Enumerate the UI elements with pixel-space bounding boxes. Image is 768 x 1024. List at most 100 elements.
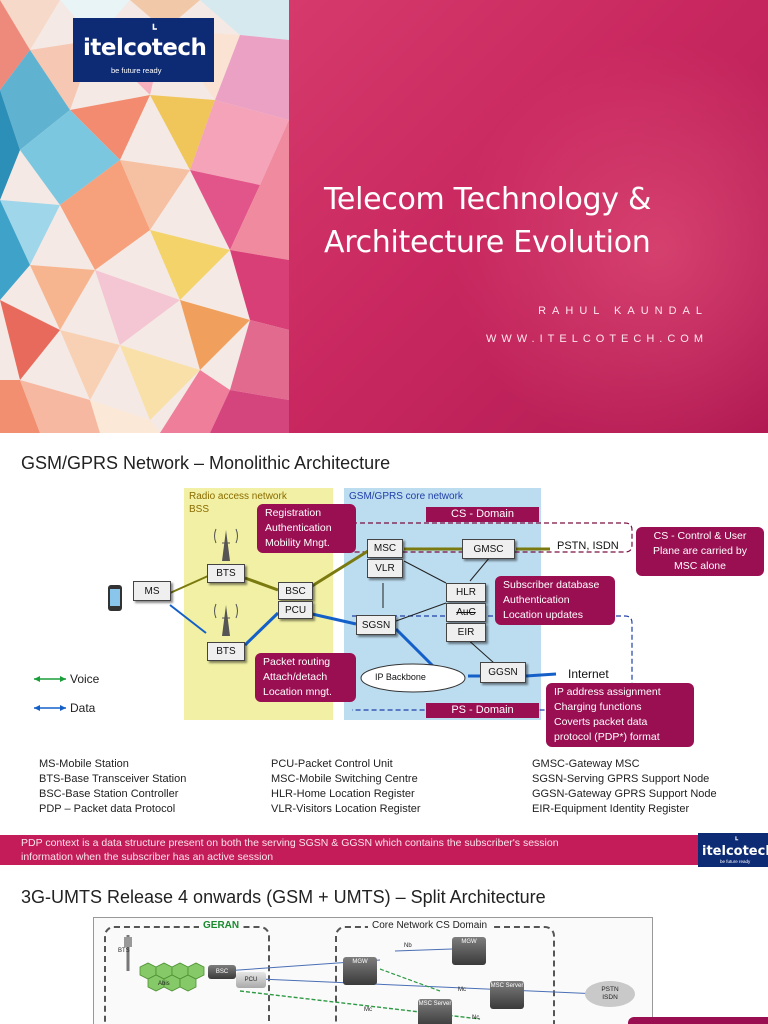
pcu-node[interactable]: PCU (278, 601, 313, 619)
pcu-node[interactable]: PCU (236, 972, 266, 988)
itelcotech-logo: itelcotech ᒻ be future ready (73, 18, 214, 82)
ggsn-internet-data-link (525, 672, 557, 678)
callout-line: Authentication (265, 522, 332, 534)
bsc-msc-voice-link (311, 549, 369, 588)
abbreviation-item: PDP – Packet data Protocol (39, 803, 176, 815)
core-network-label: GSM/GPRS core network (349, 491, 463, 502)
bts-node-top[interactable]: BTS (207, 564, 245, 583)
mgw-node-1[interactable]: MGW (343, 957, 377, 985)
internet-label: Internet (568, 667, 609, 681)
title-line-2: Architecture Evolution (324, 225, 651, 260)
callout-line: IP address assignment (554, 686, 661, 698)
eir-node[interactable]: EIR (446, 623, 486, 642)
msc-server-node-1[interactable]: MSC Server (490, 981, 524, 1009)
bts-tower-icon-bottom (214, 603, 238, 636)
ms-node[interactable]: MS (133, 581, 171, 601)
pstn-label: PSTN (601, 986, 619, 993)
abbreviation-item: EIR-Equipment Identity Register (532, 803, 690, 815)
ip-backbone-cloud (360, 663, 466, 693)
title-panel: Telecom Technology & Architecture Evolut… (289, 0, 768, 433)
mc-label-2: Mc (458, 987, 466, 993)
abbreviation-item: HLR-Home Location Register (271, 788, 415, 800)
geran-region (104, 926, 270, 1024)
voice-legend-label: Voice (70, 672, 100, 686)
sgsn-node[interactable]: SGSN (356, 615, 396, 635)
callout-corner (628, 1017, 768, 1024)
bsc-node[interactable]: BSC (208, 965, 236, 979)
logo-wordmark: itelcotech (83, 35, 207, 61)
hlr-ggsn-signal (465, 637, 495, 664)
isdn-label: ISDN (602, 994, 618, 1001)
abbreviation-item: GGSN-Gateway GPRS Support Node (532, 788, 717, 800)
slide-title: 3G-UMTS Release 4 onwards (GSM + UMTS) –… (21, 887, 546, 907)
gsm-gprs-slide: GSM/GPRS Network – Monolithic Architectu… (0, 433, 768, 869)
abis-label: Abis (158, 981, 170, 987)
abbreviations-column-1: MS-Mobile Station BTS-Base Transceiver S… (39, 757, 186, 817)
abbreviation-item: GMSC-Gateway MSC (532, 758, 640, 770)
ggsn-node[interactable]: GGSN (480, 662, 526, 683)
abbreviation-item: PCU-Packet Control Unit (271, 758, 393, 770)
bts-tower-icon-top (214, 528, 238, 561)
auc-node[interactable]: AuC (446, 603, 486, 622)
data-legend-label: Data (70, 701, 96, 715)
mc-label-1: Mc (364, 1007, 372, 1013)
ms-bts-data-link (169, 604, 207, 634)
abbreviation-item: BTS-Base Transceiver Station (39, 773, 187, 785)
abbreviation-item: MSC-Mobile Switching Centre (271, 773, 418, 785)
slide-title: GSM/GPRS Network – Monolithic Architectu… (21, 453, 391, 473)
callout-line: Mobility Mngt. (265, 537, 330, 549)
callout-line: CS - Control & User (653, 530, 747, 542)
pcu-sgsn-data-link (311, 612, 357, 626)
geran-label: GERAN (199, 920, 244, 931)
callout-line: Subscriber database (503, 579, 600, 591)
logo-signal-icon: ᒻ (152, 21, 158, 37)
pdp-note-bar (0, 835, 698, 865)
pdp-context-note: PDP context is a data structure present … (21, 836, 671, 864)
ran-label: Radio access network (189, 491, 287, 502)
ps-domain-tag: PS - Domain (426, 703, 539, 718)
bts-label: BTS (118, 948, 130, 954)
msc-node[interactable]: MSC (367, 539, 403, 558)
website-url[interactable]: WWW.ITELCOTECH.COM (486, 333, 708, 345)
abbreviation-item: BSC-Base Station Controller (39, 788, 179, 800)
author-name: RAHUL KAUNDAL (538, 305, 708, 317)
abbreviation-item: SGSN-Serving GPRS Support Node (532, 773, 710, 785)
mgw-node-2[interactable]: MGW (452, 937, 486, 965)
cs-domain-outline (352, 522, 633, 553)
gmsc-hlr-signal (469, 556, 491, 582)
polygon-artwork: itelcotech ᒻ be future ready (0, 0, 289, 433)
packet-functions-callout: Packet routing Attach/detach Location mn… (255, 653, 356, 702)
callout-line: Attach/detach (263, 671, 328, 683)
bsc-node[interactable]: BSC (278, 582, 313, 600)
vlr-hlr-signal (403, 560, 447, 584)
itelcotech-logo-small: itelcotech ᒻ be future ready (698, 833, 768, 867)
abbreviations-column-2: PCU-Packet Control Unit MSC-Mobile Switc… (271, 757, 421, 817)
pcu-pstn-link (259, 978, 601, 995)
callout-line: Plane are carried by (653, 545, 747, 557)
logo-signal-icon: ᒻ (735, 835, 739, 845)
ip-backbone-label: IP Backbone (375, 672, 426, 682)
hlr-functions-callout: Subscriber database Authentication Locat… (495, 576, 615, 625)
nc-label: Nc (472, 1015, 480, 1021)
gmsc-node[interactable]: GMSC (462, 539, 515, 559)
callout-line: Registration (265, 507, 322, 519)
pdp-note-line-1: PDP context is a data structure present … (21, 837, 559, 849)
ms-bts-voice-link (169, 575, 209, 594)
callout-line: protocol (PDP*) format (554, 731, 660, 743)
msc-server-node-2[interactable]: MSC Server (418, 999, 452, 1024)
abbreviation-item: MS-Mobile Station (39, 758, 129, 770)
callout-line: MSC alone (674, 560, 726, 572)
callout-line: Charging functions (554, 701, 642, 713)
hlr-node[interactable]: HLR (446, 583, 486, 602)
ggsn-functions-callout: IP address assignment Charging functions… (546, 683, 694, 747)
callout-line: Authentication (503, 594, 570, 606)
vlr-node[interactable]: VLR (367, 559, 403, 578)
bts-node-bottom[interactable]: BTS (207, 642, 245, 661)
callout-line: Coverts packet data (554, 716, 648, 728)
callout-line: Location mngt. (263, 686, 332, 698)
pdp-note-line-2: information when the subscriber has an a… (21, 851, 274, 863)
cs-plane-callout: CS - Control & User Plane are carried by… (636, 527, 764, 576)
logo-wordmark: itelcotech (702, 844, 768, 859)
callout-line: Packet routing (263, 656, 331, 668)
logo-tagline: be future ready (111, 66, 162, 75)
